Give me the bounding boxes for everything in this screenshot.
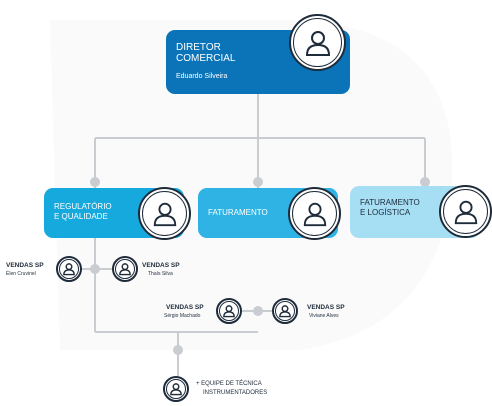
user-icon	[119, 263, 131, 276]
user-icon	[305, 30, 330, 56]
member-name: Viviane Alves	[309, 313, 339, 319]
logistics-avatar	[439, 185, 492, 238]
director-name: Eduardo Silveira	[176, 73, 228, 80]
billing-avatar	[288, 187, 341, 240]
user-icon	[170, 383, 182, 396]
director-title-line2: COMERCIAL	[176, 53, 236, 64]
team-avatar	[163, 376, 189, 402]
user-icon	[279, 305, 291, 318]
user-icon	[303, 202, 326, 226]
background-watermark	[50, 20, 453, 350]
member-role: VENDAS SP	[6, 262, 44, 269]
user-icon	[153, 202, 176, 226]
member-avatar	[56, 256, 82, 282]
director-title-line1: DIRETOR	[176, 42, 221, 53]
member-role: VENDAS SP	[142, 262, 180, 269]
member-name: Élen Cruvinel	[6, 271, 36, 277]
director-avatar	[289, 14, 346, 71]
regulatory-label-line1: REGULATÓRIO	[54, 202, 112, 211]
team-label-line1: + EQUIPE DE TÉCNICA	[196, 381, 262, 387]
logistics-label-line1: FATURAMENTO	[360, 198, 420, 207]
member-avatar	[216, 298, 242, 324]
member-avatar	[272, 298, 298, 324]
logistics-label-line2: E LOGÍSTICA	[360, 208, 411, 217]
member-role: VENDAS SP	[166, 304, 204, 311]
user-icon	[63, 263, 75, 276]
billing-label: FATURAMENTO	[208, 208, 268, 217]
regulatory-avatar	[138, 187, 191, 240]
member-name: Thaís Silva	[148, 271, 173, 277]
user-icon	[223, 305, 235, 318]
user-icon	[454, 200, 477, 224]
member-avatar	[112, 256, 138, 282]
team-label-line2: INSTRUMENTADORES	[203, 390, 268, 396]
regulatory-label-line2: E QUALIDADE	[54, 212, 108, 221]
member-role: VENDAS SP	[307, 304, 345, 311]
member-name: Sérgio Machado	[164, 313, 201, 319]
